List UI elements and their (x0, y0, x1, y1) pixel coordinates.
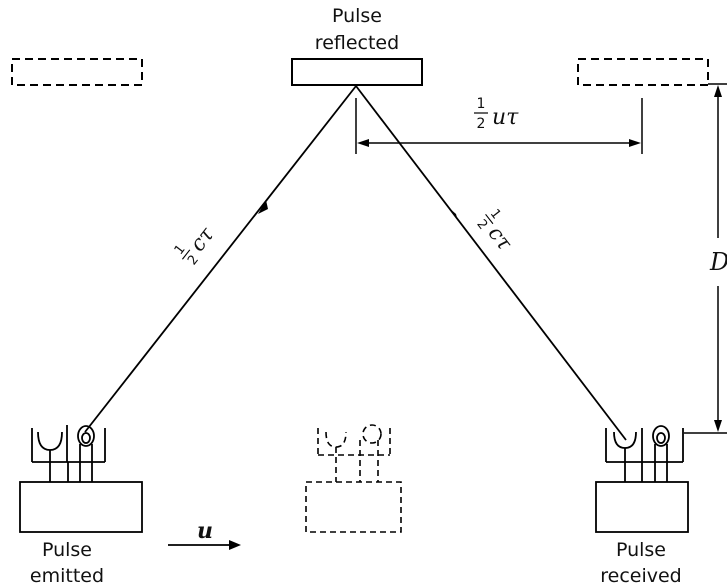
distance-label: D (709, 248, 727, 276)
utau-half-den: 2 (477, 116, 486, 132)
ctau-right-half-num: 1 (487, 207, 504, 223)
label-emitted-1: Pulse (42, 539, 92, 561)
arrow-down (448, 207, 458, 221)
mirror-left-dashed (11, 58, 143, 86)
utau-label: 1 2 uτ (474, 96, 519, 132)
ctau-right-half-den: 2 (473, 217, 490, 233)
ctau-left-half-num: 1 (172, 242, 189, 258)
label-reflected-2: reflected (315, 32, 399, 54)
velocity-label: u (197, 518, 213, 544)
ctau-left-half-den: 2 (185, 252, 202, 268)
mirror-center (291, 58, 423, 86)
ctau-left-label: 1 2 cτ (172, 222, 219, 268)
ctau-left-text: cτ (185, 222, 219, 255)
label-reflected-1: Pulse (332, 5, 382, 27)
receiver-apparatus (595, 425, 689, 533)
emitter-apparatus (19, 425, 143, 533)
path-down (355, 85, 627, 441)
arrow-up (258, 200, 268, 214)
path-up (84, 85, 357, 433)
label-emitted-2: emitted (30, 565, 104, 587)
label-received-2: received (600, 565, 682, 587)
utau-half-num: 1 (477, 96, 486, 112)
mirror-right-dashed (577, 58, 709, 86)
utau-text: uτ (492, 105, 519, 130)
label-received-1: Pulse (616, 539, 666, 561)
ctau-right-text: cτ (484, 221, 518, 254)
ghost-apparatus (305, 424, 402, 533)
